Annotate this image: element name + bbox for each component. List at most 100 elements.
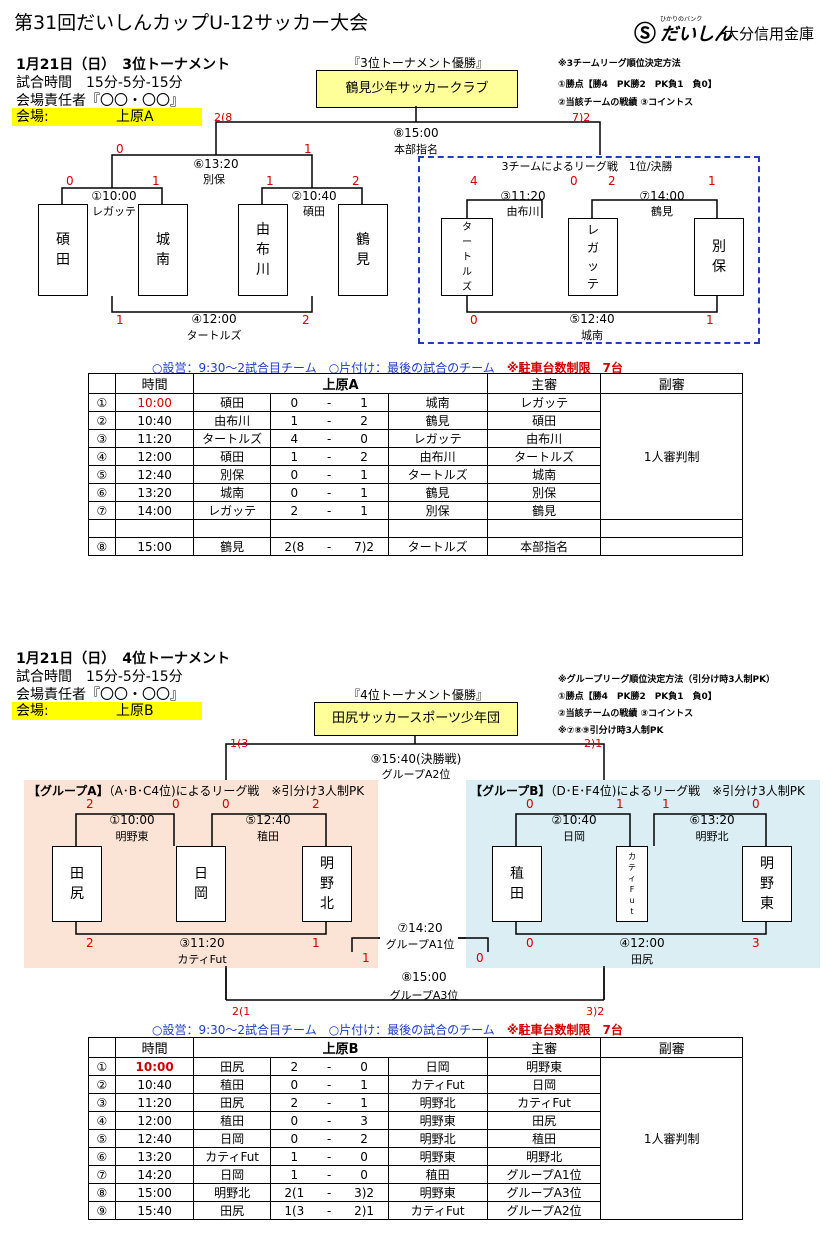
cell-no: ⑧ bbox=[88, 1183, 116, 1202]
cell-hs: 0 bbox=[269, 1075, 318, 1094]
team-char: カ bbox=[628, 852, 636, 861]
team-jonan: 城 南 bbox=[138, 204, 188, 296]
cell-time: 13:20 bbox=[114, 1147, 195, 1166]
team-char: 鶴 bbox=[356, 232, 370, 248]
cell-no: ③ bbox=[88, 1093, 116, 1112]
cell-as: 2 bbox=[340, 411, 389, 430]
cell-as: 1 bbox=[340, 483, 389, 502]
cell-ref: グループA1位 bbox=[486, 1165, 602, 1184]
cell-home: 稙田 bbox=[193, 1075, 271, 1094]
team-char: u bbox=[629, 896, 635, 905]
cell-home: 碩田 bbox=[193, 393, 271, 412]
cell-away: 由布川 bbox=[387, 447, 488, 466]
t3-m2-ref: 碩田 bbox=[303, 205, 325, 218]
cell-sep: - bbox=[317, 447, 341, 466]
cell-away: タートルズ bbox=[387, 465, 488, 484]
cell-home: カティFut bbox=[193, 1147, 271, 1166]
t3-notice: ○設営：9:30～2試合目チーム ○片付け：最後の試合のチーム ※駐車台数制限 … bbox=[152, 359, 623, 376]
cell-ref: 日岡 bbox=[486, 1075, 602, 1094]
cell-sub-referee: 1人審判制 bbox=[600, 393, 743, 520]
cell-away: 明野東 bbox=[387, 1147, 488, 1166]
header-ref: 主審 bbox=[486, 1037, 602, 1058]
cell-hs bbox=[269, 519, 318, 538]
cell-time: 13:20 bbox=[114, 483, 195, 502]
team-char: ト bbox=[462, 251, 472, 263]
t3-m7-right-score: 1 bbox=[708, 174, 716, 188]
t3-manager: 会場責任者『〇〇・〇〇』 bbox=[16, 93, 184, 109]
cell-no: ⑨ bbox=[88, 1201, 116, 1220]
cell-time: 14:20 bbox=[114, 1165, 195, 1184]
cell-away: 稙田 bbox=[387, 1165, 488, 1184]
cell-sep: - bbox=[317, 429, 341, 448]
t4-champion-box: 田尻サッカースポーツ少年団 bbox=[314, 702, 518, 736]
cell-no: ⑥ bbox=[88, 1147, 116, 1166]
team-char: タ bbox=[462, 221, 472, 233]
gb-m2-left-score: 0 bbox=[526, 797, 534, 811]
t4-match-time: 試合時間 15分-5分-15分 bbox=[16, 669, 183, 685]
cell-as: 1 bbox=[340, 465, 389, 484]
cell-home: 日岡 bbox=[193, 1129, 271, 1148]
cell-sep: - bbox=[317, 1129, 341, 1148]
cell-as: 2)1 bbox=[340, 1201, 389, 1220]
cell-ref: 別保 bbox=[486, 483, 602, 502]
cell-ref: グループA2位 bbox=[486, 1201, 602, 1220]
cell-no: ② bbox=[88, 1075, 116, 1094]
cell-as: 1 bbox=[340, 1093, 389, 1112]
cell-sub-referee bbox=[600, 519, 743, 538]
team-char: ガ bbox=[586, 241, 599, 255]
gb-m6-time: ⑥13:20 bbox=[689, 813, 735, 827]
t3-semi-right-score: 1 bbox=[304, 142, 312, 156]
gb-m6-ref: 明野北 bbox=[695, 830, 729, 843]
group-b-title: 【グループB】（D･E･F4位)によるリーグ戦 ※引分け3人制PK bbox=[470, 782, 805, 799]
team-char: 東 bbox=[760, 896, 774, 912]
t3-m4-left-score: 1 bbox=[116, 313, 124, 327]
ga-m1-right-score: 0 bbox=[172, 797, 180, 811]
cell-hs: 2 bbox=[269, 1093, 318, 1112]
header-ref: 主審 bbox=[486, 373, 602, 394]
t3-m4-ref: タートルズ bbox=[186, 329, 242, 342]
team-sekida: 碩 田 bbox=[38, 204, 88, 296]
t4-m7-ref: グループA1位 bbox=[385, 938, 455, 951]
team-char: テ bbox=[628, 863, 636, 872]
cell-sep: - bbox=[317, 411, 341, 430]
cell-no bbox=[88, 519, 116, 538]
table-row bbox=[88, 519, 743, 538]
t4-notice-setup: ○設営：9:30～2試合目チーム ○片付け：最後の試合のチーム bbox=[152, 1023, 507, 1037]
cell-sep: - bbox=[317, 393, 341, 412]
cell-no: ⑦ bbox=[88, 501, 116, 520]
team-char: 別 bbox=[712, 239, 726, 255]
ga-m5-time: ⑤12:40 bbox=[245, 813, 291, 827]
header-venue: 上原B bbox=[193, 1037, 488, 1058]
cell-sep: - bbox=[317, 1165, 341, 1184]
team-tajiri: 田 尻 bbox=[52, 846, 102, 922]
cell-time: 11:20 bbox=[114, 429, 195, 448]
cell-time: 15:00 bbox=[114, 1183, 195, 1202]
cell-hs: 0 bbox=[269, 465, 318, 484]
team-akenokita: 明 野 北 bbox=[302, 846, 352, 922]
cell-ref: 明野北 bbox=[486, 1147, 602, 1166]
team-char: 明 bbox=[320, 856, 334, 872]
cell-as: 3 bbox=[340, 1111, 389, 1130]
gb-m6-right-score: 0 bbox=[752, 797, 760, 811]
ga-m3-right-score: 1 bbox=[312, 936, 320, 950]
cell-hs: 1 bbox=[269, 1147, 318, 1166]
t3-semi-left-score: 0 bbox=[116, 142, 124, 156]
cell-no: ⑧ bbox=[88, 537, 116, 556]
cell-hs: 2 bbox=[269, 501, 318, 520]
t4-m7-time: ⑦14:20 bbox=[397, 921, 443, 935]
team-yufugawa: 由 布 川 bbox=[238, 204, 288, 296]
cell-away: 鶴見 bbox=[387, 483, 488, 502]
header-time: 時間 bbox=[114, 373, 195, 394]
cell-no: ⑤ bbox=[88, 1129, 116, 1148]
team-char: 稙 bbox=[510, 866, 524, 882]
cell-as bbox=[340, 519, 389, 538]
team-char: 野 bbox=[760, 876, 774, 892]
t3-venue: 会場: 上原A bbox=[12, 108, 202, 126]
t3-m4-right-score: 2 bbox=[302, 313, 310, 327]
gb-m4-left-score: 0 bbox=[526, 936, 534, 950]
t3-m7-ref: 鶴見 bbox=[651, 205, 673, 218]
cell-as: 0 bbox=[340, 1165, 389, 1184]
ga-m3-left-score: 2 bbox=[86, 936, 94, 950]
